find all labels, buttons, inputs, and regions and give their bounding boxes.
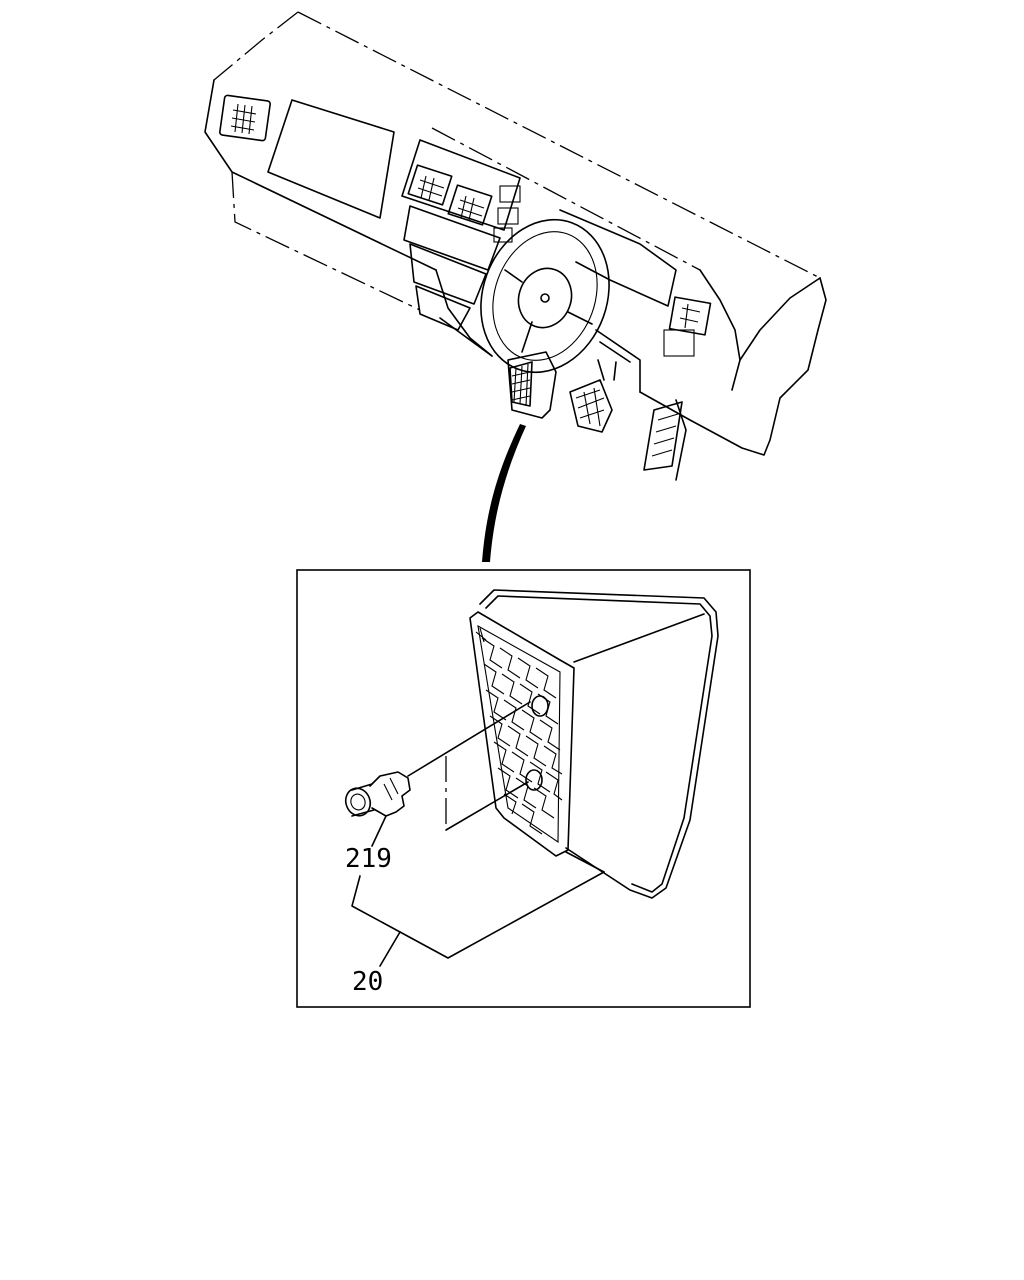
right-air-vent [663,296,712,357]
grille-pattern [475,627,563,835]
callout-leader-219 [371,815,387,847]
brake-pedal [569,359,617,433]
callout-label-219: 219 [345,844,392,874]
left-air-vent [219,94,271,142]
dash-top-edge [297,11,821,279]
detail-leader [482,424,526,562]
callout-bracket-20 [351,871,605,959]
clip-hole-lower [525,769,543,791]
instrument-cluster [559,209,677,307]
knee-pad-cover [469,589,719,899]
install-line-lower [445,781,529,831]
dash-left-top [213,11,299,81]
dash-right-contour [731,277,821,391]
dash-left-face [204,79,437,271]
clip-hole-upper [531,695,549,717]
callout-leader-20 [379,931,401,967]
steering-wheel [480,218,610,374]
steering-column-cover [595,329,641,393]
dash-right-face [639,277,827,456]
lower-console [439,317,493,357]
callout-label-20: 20 [352,967,383,997]
center-stack [401,139,521,331]
knee-pad-cover-location [507,351,557,419]
display-panel [267,99,395,219]
dash-cluster-hood [431,127,701,271]
dash-hood-right [699,269,741,361]
dash-lower-left [231,171,421,311]
dash-center-drop [435,269,493,357]
install-line-upper [407,701,531,777]
dashboard-overview [204,11,827,481]
clip-fastener [344,771,411,817]
accelerator-pedal [643,399,687,481]
detail-frame [296,569,751,1008]
